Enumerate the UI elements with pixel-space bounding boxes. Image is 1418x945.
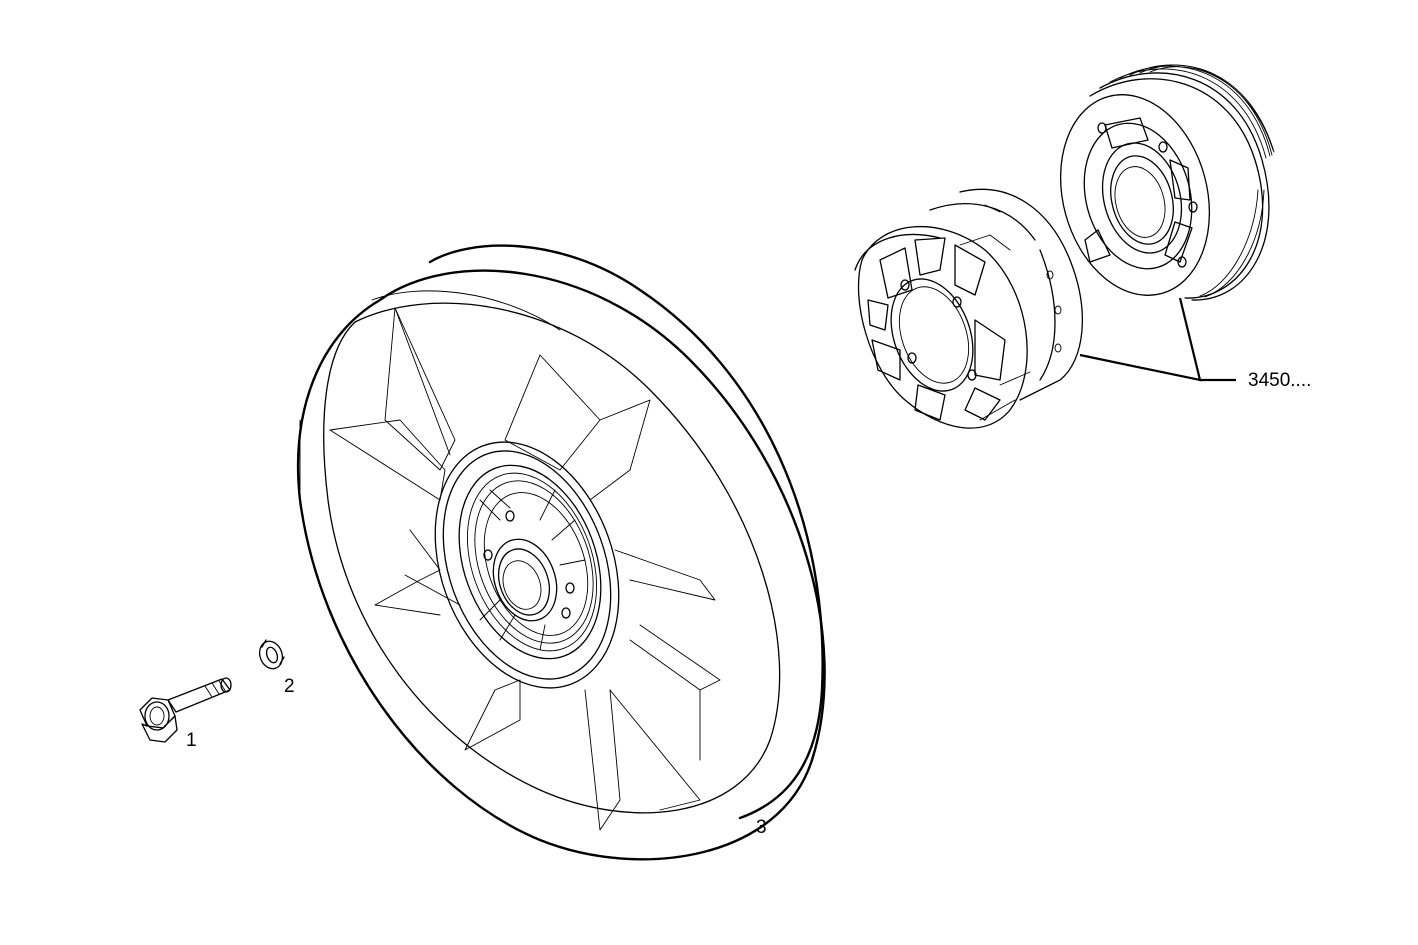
callout-coupling: 3450.... xyxy=(1248,370,1311,391)
washer[interactable] xyxy=(256,638,286,672)
callout-washer: 2 xyxy=(284,676,295,697)
callout-fan: 3 xyxy=(756,817,767,838)
cooling-fan[interactable] xyxy=(296,244,826,861)
callout-bolt: 1 xyxy=(186,730,197,751)
bolt[interactable] xyxy=(139,677,232,743)
pulley[interactable] xyxy=(1039,64,1275,312)
viscous-coupling-assembly[interactable] xyxy=(854,188,1083,429)
coupling-leader xyxy=(1079,297,1202,382)
leader-lines xyxy=(1079,297,1236,382)
